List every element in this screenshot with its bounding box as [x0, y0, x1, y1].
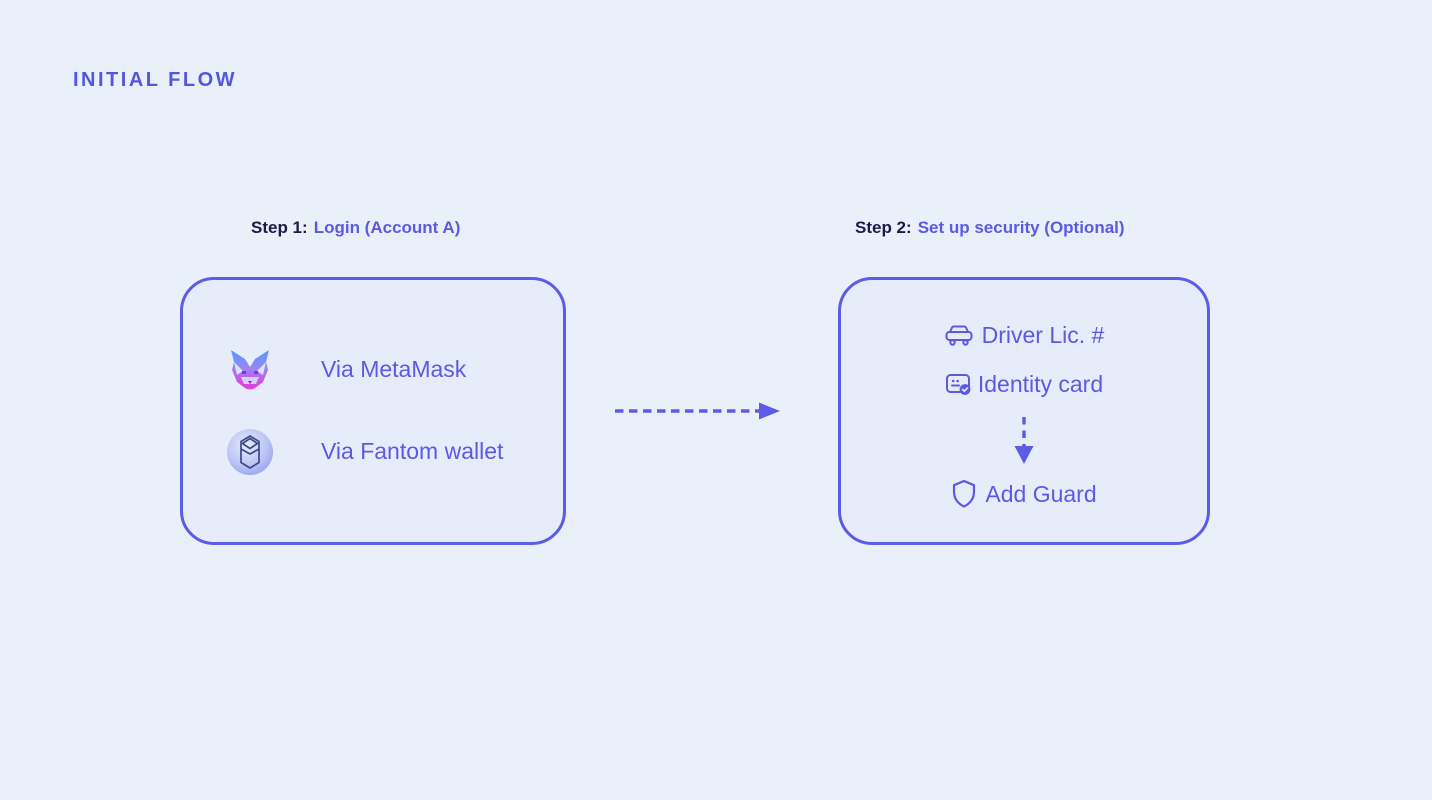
step2-prefix: Step 2: [855, 218, 912, 237]
shield-icon [951, 479, 977, 509]
step2-label: Step 2: Set up security (Optional) [855, 218, 1125, 238]
page-title: INITIAL FLOW [73, 69, 238, 91]
login-option-label: Via MetaMask [321, 356, 467, 382]
security-item-driver-lic: Driver Lic. # [944, 320, 1105, 350]
id-card-check-icon [945, 370, 973, 398]
arrow-down-dashed-icon [1010, 415, 1038, 467]
fantom-icon [227, 428, 273, 475]
step1-label: Step 1: Login (Account A) [251, 218, 460, 238]
login-box: Via MetaMask [180, 277, 566, 545]
arrow-right-dashed-icon [612, 400, 782, 422]
security-box: Driver Lic. # Identity card [838, 277, 1210, 545]
login-option-fantom: Via Fantom wallet [227, 428, 563, 475]
login-option-label: Via Fantom wallet [321, 438, 504, 464]
login-option-metamask: Via MetaMask [227, 348, 563, 392]
security-item-label: Identity card [977, 370, 1104, 397]
step1-title: Login (Account A) [313, 218, 461, 237]
step2-title: Set up security (Optional) [917, 218, 1125, 237]
security-item-identity-card: Identity card [945, 369, 1103, 399]
add-guard-label: Add Guard [985, 480, 1097, 507]
car-icon [944, 323, 974, 347]
security-item-add-guard: Add Guard [951, 479, 1097, 509]
step1-prefix: Step 1: [251, 218, 308, 237]
security-item-label: Driver Lic. # [981, 321, 1105, 348]
metamask-icon [227, 348, 273, 392]
